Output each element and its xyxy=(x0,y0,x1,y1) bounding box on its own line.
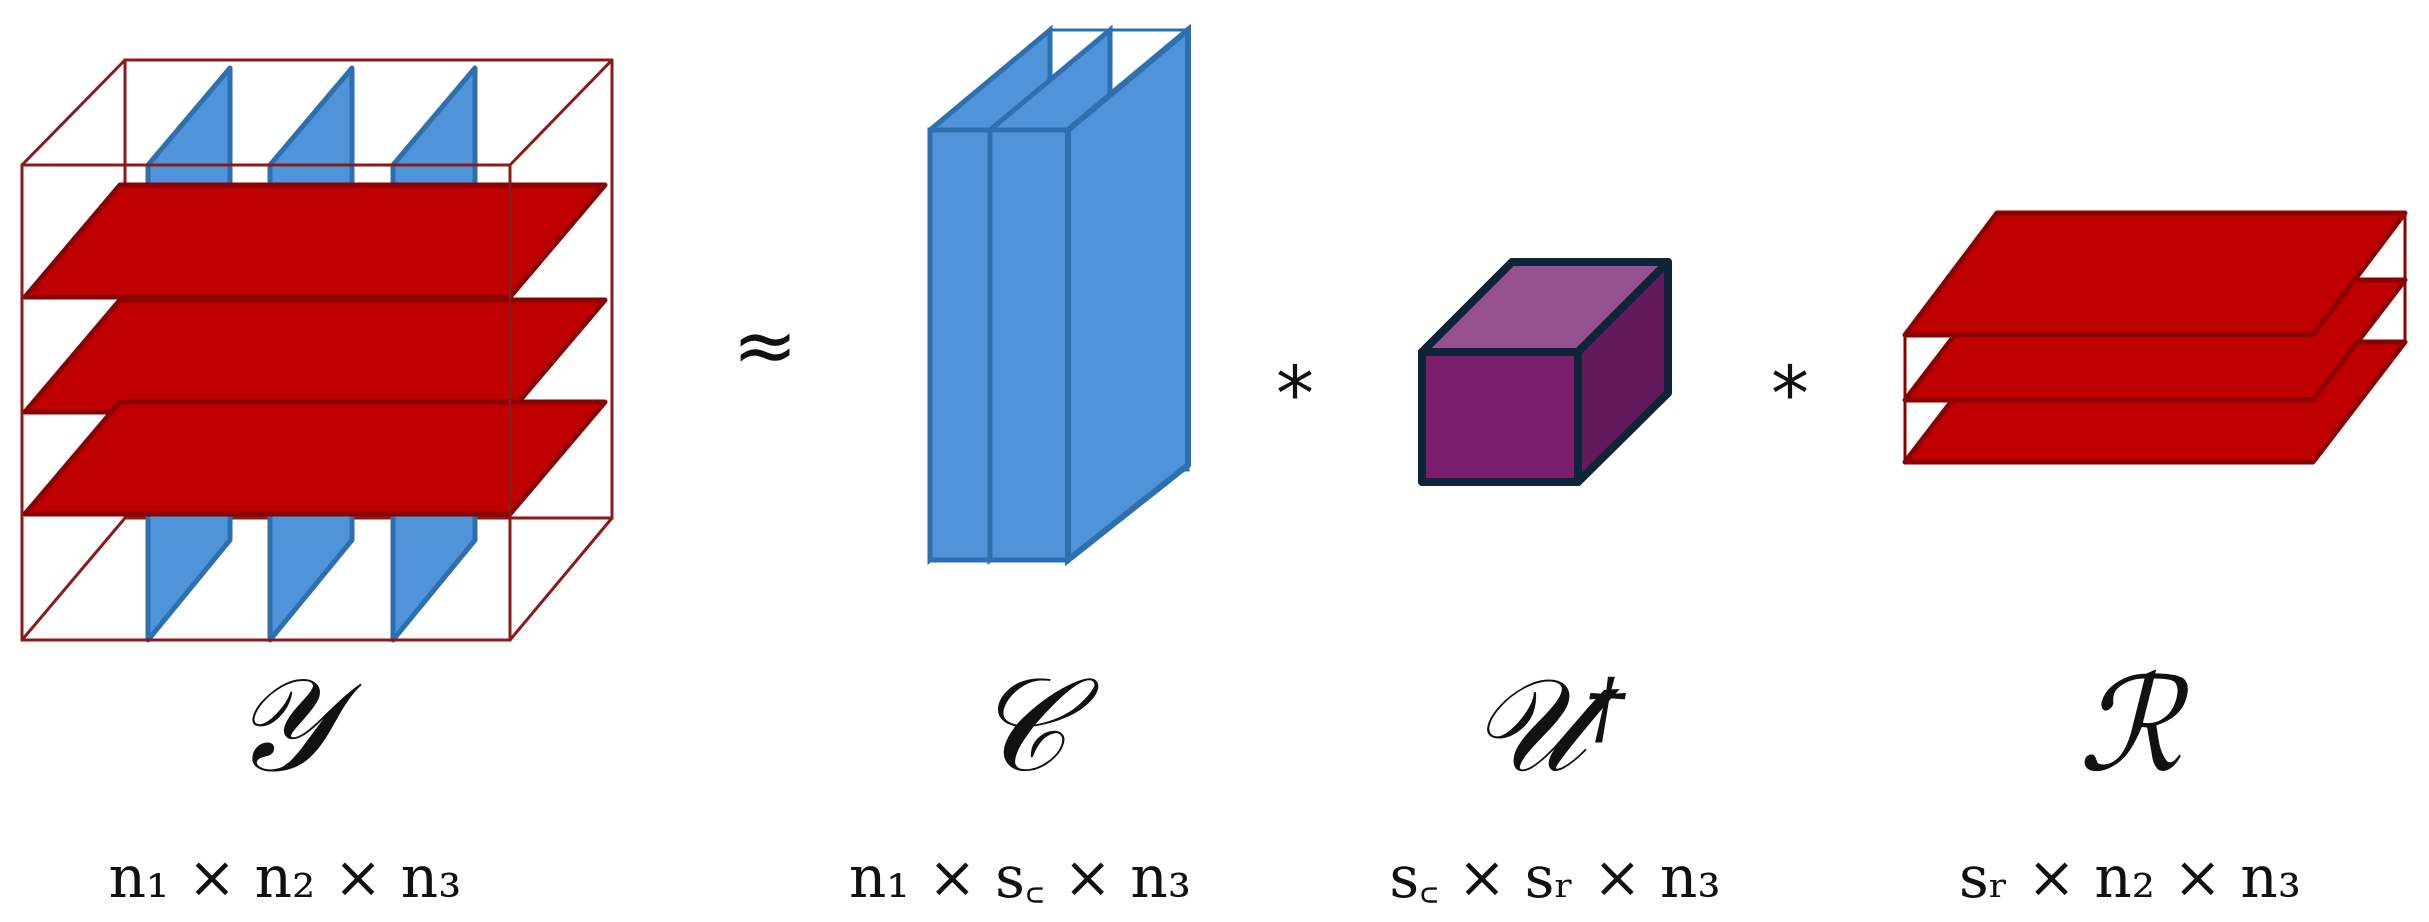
r-slice-1 xyxy=(1902,210,2408,338)
multiply-star-2: * xyxy=(1771,349,1809,438)
tensor-r-dims: sᵣ × n₂ × n₃ xyxy=(1959,843,2301,911)
y-horizontal-slice-1 xyxy=(22,182,608,300)
tensor-c-figure xyxy=(927,23,1191,567)
tensor-u-figure xyxy=(1418,258,1672,486)
cube-edge xyxy=(20,517,127,641)
approx-symbol: ≈ xyxy=(732,301,797,391)
cube-edge xyxy=(20,58,127,167)
tensor-u-dims: s꜀ × sᵣ × n₃ xyxy=(1389,843,1720,911)
multiply-star-1: * xyxy=(1276,349,1314,438)
tensor-y-dims: n₁ × n₂ × n₃ xyxy=(109,843,462,911)
c-slice-1-front xyxy=(927,127,993,563)
tensor-u-dagger: † xyxy=(1585,661,1627,754)
tensor-r-figure xyxy=(1902,210,2408,465)
cube-front-face xyxy=(20,163,512,642)
tensor-c-symbol: 𝒞 xyxy=(973,649,1100,801)
term-labels: 𝒴 𝒞 𝒰 † ℛ n₁ × n₂ × n₃ n₁ × s꜀ × n₃ s꜀ ×… xyxy=(109,649,2301,911)
u-front-face xyxy=(1418,348,1582,486)
tensor-c-dims: n₁ × s꜀ × n₃ xyxy=(849,843,1191,911)
tensor-y-figure xyxy=(20,58,614,643)
y-horizontal-slice-3 xyxy=(22,399,608,517)
tensor-y-symbol: 𝒴 xyxy=(231,649,362,801)
cube-edge xyxy=(508,517,614,641)
y-horizontal-slice-2 xyxy=(22,297,608,415)
c-slice-2-front xyxy=(987,127,1071,563)
cube-edge xyxy=(508,58,614,167)
tensor-r-symbol: ℛ xyxy=(2078,649,2190,801)
